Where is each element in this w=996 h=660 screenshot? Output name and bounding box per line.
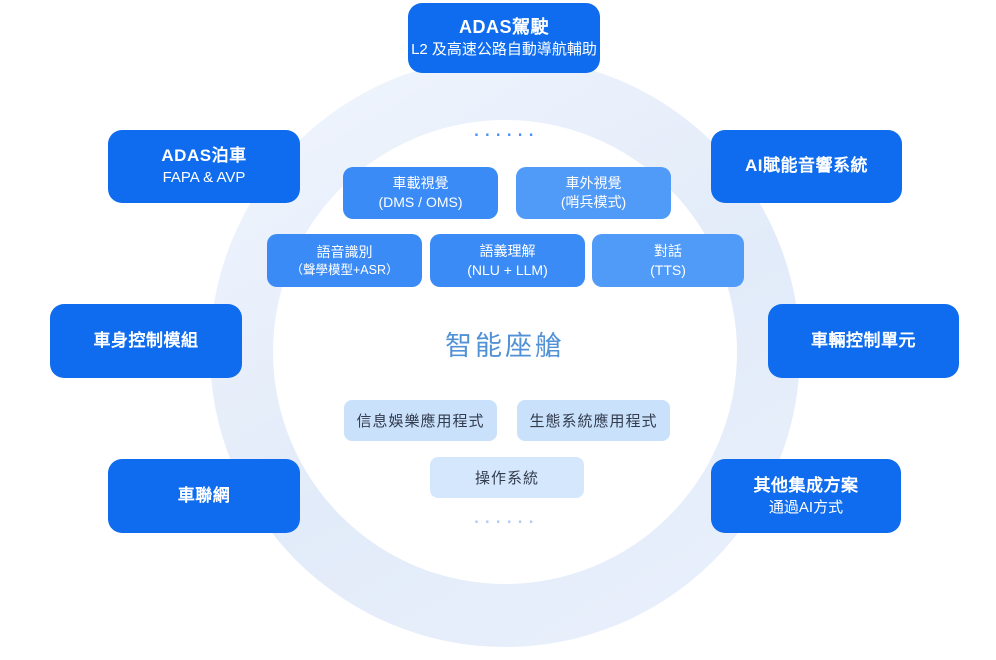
node-title: 語義理解 (479, 242, 536, 259)
node-subtitle: 通過AI方式 (768, 498, 844, 516)
node-dialogue-tts: 對話 (TTS) (592, 234, 744, 287)
node-subtitle: （聲學模型+ASR） (290, 262, 399, 277)
node-telematics: 車聯網 (108, 459, 300, 533)
node-title: 車聯網 (177, 485, 231, 505)
node-subtitle: L2 及高速公路自動導航輔助 (411, 41, 597, 59)
node-infotainment-apps: 信息娛樂應用程式 (344, 400, 497, 441)
node-subtitle: (TTS) (650, 261, 686, 278)
node-title: 車身控制模組 (93, 330, 199, 350)
node-title: ADAS泊車 (161, 146, 247, 166)
node-body-control-module: 車身控制模組 (50, 304, 242, 378)
ellipsis-dots-bottom: ...... (472, 511, 538, 527)
node-title: 語音識別 (316, 243, 373, 260)
ellipsis-dots-top: ...... (472, 124, 538, 140)
node-in-cabin-vision: 車載視覺 (DMS / OMS) (343, 167, 498, 219)
center-title: 智能座艙 (445, 331, 565, 361)
node-adas-parking: ADAS泊車 FAPA & AVP (108, 130, 300, 203)
node-title: 其他集成方案 (753, 475, 859, 495)
node-title: ADAS駕駛 (458, 17, 549, 38)
node-operating-system: 操作系統 (430, 457, 584, 498)
node-other-integrations: 其他集成方案 通過AI方式 (711, 459, 901, 533)
node-subtitle: FAPA & AVP (162, 169, 246, 187)
node-title: 對話 (654, 242, 682, 259)
node-semantic-understanding: 語義理解 (NLU + LLM) (430, 234, 585, 287)
node-subtitle: (哨兵模式) (560, 194, 627, 210)
node-adas-driving: ADAS駕駛 L2 及高速公路自動導航輔助 (408, 3, 600, 73)
node-ecosystem-apps: 生態系統應用程式 (517, 400, 670, 441)
node-exterior-vision: 車外視覺 (哨兵模式) (516, 167, 671, 219)
node-vehicle-control-unit: 車輛控制單元 (768, 304, 959, 378)
node-speech-recognition: 語音識別 （聲學模型+ASR） (267, 234, 422, 287)
node-subtitle: (NLU + LLM) (467, 261, 548, 278)
node-subtitle: (DMS / OMS) (378, 194, 463, 210)
node-title: 車載視覺 (392, 175, 449, 192)
node-title: AI賦能音響系統 (745, 156, 868, 176)
node-title: 車輛控制單元 (811, 330, 916, 350)
node-ai-audio-system: AI賦能音響系統 (711, 130, 902, 203)
node-title: 車外視覺 (565, 175, 622, 192)
